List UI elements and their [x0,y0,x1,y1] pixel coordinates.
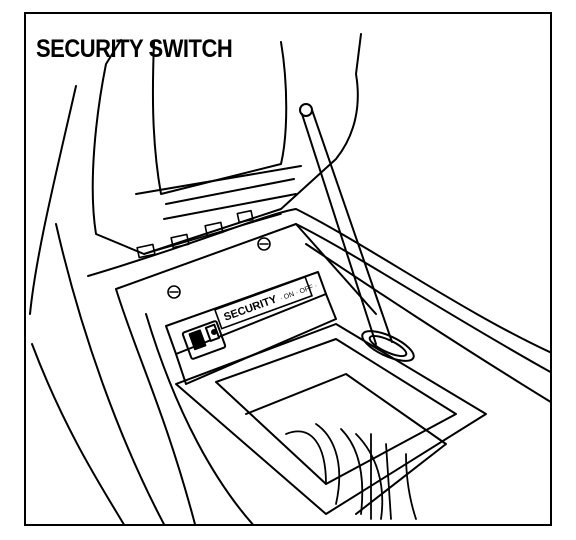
panel-lettering-layer: SECURITY · ON · OFF · [213,275,318,330]
tray-dividers [285,423,417,520]
figure-title: SECURITY SWITCH [36,34,233,63]
panel-screws [167,237,271,299]
storage-tray [175,323,487,515]
console-illustration [29,33,550,524]
figure-frame: SECURITY SWITCH SECURITY · ON · OFF · [24,12,552,526]
lid-support-rod [299,103,415,362]
rocker-switch[interactable] [181,320,227,360]
console-body [87,208,550,524]
interior-left-edges [29,85,166,524]
